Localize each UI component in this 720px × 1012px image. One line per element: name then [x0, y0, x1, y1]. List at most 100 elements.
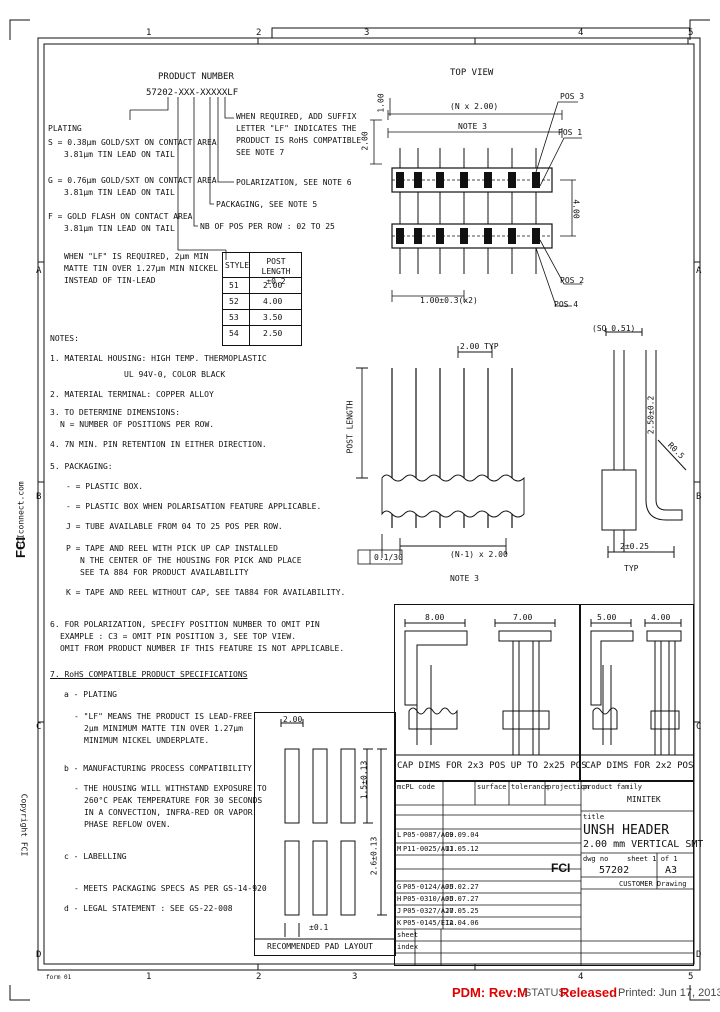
- note-4: 4. 7N MIN. PIN RETENTION IN EITHER DIREC…: [50, 440, 267, 449]
- title-block: mcPL code surface tolerance projection p…: [394, 780, 703, 966]
- packaging-4-line-3: SEE TA 884 FOR PRODUCT AVAILABILITY: [80, 568, 249, 577]
- plating-g-2: 3.81μm TIN LEAD ON TAIL: [64, 188, 175, 197]
- note-7a-label: a - PLATING: [64, 690, 117, 699]
- rev-j-date: 27.05.25: [445, 907, 479, 915]
- post-length-row-2: 4.00: [263, 297, 283, 306]
- col-number-5-bottom: 5: [688, 972, 694, 982]
- post-length-col-header: POST LENGTH ±0.2: [261, 257, 291, 286]
- form-number: form 01: [46, 974, 72, 981]
- rev-m-ecn: P11-0025/AUJ: [403, 845, 454, 853]
- note-7d-label: d - LEGAL STATEMENT : SEE GS-22-008: [64, 904, 233, 913]
- top-view-pos-1: POS 1: [558, 128, 583, 137]
- rev-g-letter: G: [397, 883, 402, 891]
- style-table: STYLE POST LENGTH ±0.2 51 2.00 52 4.00 5…: [222, 252, 302, 346]
- col-number-1: 1: [146, 28, 152, 38]
- side-view-drawing: [356, 346, 525, 565]
- top-view-dim-4-00: 4.00: [571, 199, 581, 219]
- product-number-code: 57202-XXX-XXXXXLF: [146, 88, 239, 98]
- rev-k-date: 12.04.06: [445, 919, 479, 927]
- side-view-typ: 2.00 TYP: [460, 342, 499, 351]
- top-view-dim-2-00: 2.00: [360, 131, 370, 151]
- note-3-line-2: N = NUMBER OF POSITIONS PER ROW.: [60, 420, 215, 429]
- side-view-post-length: POST LENGTH: [345, 400, 355, 454]
- col-number-2-bottom: 2: [256, 972, 262, 982]
- plating-g-1: G = 0.76μm GOLD/SXT ON CONTACT AREA: [48, 176, 217, 185]
- suffix-note-4: SEE NOTE 7: [236, 148, 285, 157]
- plating-f-1: F = GOLD FLASH ON CONTACT AREA: [48, 212, 193, 221]
- post-length-row-4: 2.50: [263, 329, 283, 338]
- row-letter-d: D: [36, 950, 42, 960]
- note-1-line-2: UL 94V-0, COLOR BLACK: [124, 370, 226, 379]
- style-row-4: 54: [229, 329, 239, 338]
- packaging-4-line-1: P = TAPE AND REEL WITH PICK UP CAP INSTA…: [66, 544, 278, 553]
- style-col-header: STYLE: [225, 261, 250, 270]
- row-letter-c-right: C: [696, 722, 702, 732]
- note-6-line-3: OMIT FROM PRODUCT NUMBER IF THIS FEATURE…: [60, 644, 345, 653]
- rev-j-letter: J: [397, 907, 402, 915]
- tb-tolerance: tolerance: [511, 783, 549, 791]
- cap-dims-small: 5.00 4.00 CAP DIMS FOR 2x2 POS: [580, 604, 694, 782]
- top-view-pins: [399, 148, 537, 274]
- tb-projection: projection: [547, 783, 590, 791]
- tb-product-family: MINITEK: [627, 795, 661, 804]
- cap-large-drawing: [395, 619, 579, 756]
- rev-l-ecn: P05-0087/AC0: [403, 831, 454, 839]
- top-view-drawing: [370, 98, 582, 307]
- rev-l-date: 09.09.04: [445, 831, 479, 839]
- note-7c-label: c - LABELLING: [64, 852, 127, 861]
- pad-layout-drawing: [255, 719, 395, 940]
- tb-surface: surface: [477, 783, 507, 791]
- tb-sheet: sheet 1 of 1: [627, 855, 678, 863]
- rev-k-ecn: P05-0145/EIA: [403, 919, 454, 927]
- top-view-dim-1-00: 1.00: [376, 93, 386, 113]
- cap-large-dim-8: 8.00: [425, 613, 445, 622]
- cap-small-dim-5: 5.00: [597, 613, 617, 622]
- top-view-pos-2: POS 2: [560, 276, 585, 285]
- plating-label: PLATING: [48, 124, 82, 133]
- row-letter-b-right: B: [696, 492, 702, 502]
- packaging-3: J = TUBE AVAILABLE FROM 04 TO 25 POS PER…: [66, 522, 283, 531]
- top-view-pos-3: POS 3: [560, 92, 585, 101]
- end-view-height: 2.50±0.2: [646, 395, 656, 435]
- row-letter-d-right: D: [696, 950, 702, 960]
- style-row-3: 53: [229, 313, 239, 322]
- side-view-n-minus: (N-1) x 2.00: [450, 550, 508, 559]
- positions-callout: NB OF POS PER ROW : 02 TO 25: [200, 222, 335, 231]
- note-5: 5. PACKAGING:: [50, 462, 113, 471]
- side-view-flatness: 0.1/30: [374, 553, 403, 562]
- title-block-grid: [395, 781, 693, 965]
- style-row-1: 51: [229, 281, 239, 290]
- note-7b-line-4: PHASE REFLOW OVEN.: [84, 820, 171, 829]
- status-label: STATUS:: [524, 987, 569, 999]
- tb-mcpl-code: mcPL code: [397, 783, 435, 791]
- packaging-2: - = PLASTIC BOX WHEN POLARISATION FEATUR…: [66, 502, 322, 511]
- cap-small-drawing: [581, 619, 693, 756]
- end-view-drawing: [601, 328, 687, 558]
- tb-title-line-2: 2.00 mm VERTICAL SMT: [583, 839, 704, 850]
- notes-block: NOTES: 1. MATERIAL HOUSING: HIGH TEMP. T…: [50, 334, 350, 914]
- side-view: 2.00 TYP POST LENGTH (N-1) x 2.00 NOTE 3…: [340, 338, 560, 588]
- lf-note-3: INSTEAD OF TIN-LEAD: [64, 276, 156, 285]
- rev-m-date: 11.05.12: [445, 845, 479, 853]
- note-7b-label: b - MANUFACTURING PROCESS COMPATIBILITY: [64, 764, 252, 773]
- end-view-sq: (SQ 0.51): [592, 324, 636, 333]
- rev-g-ecn: P05-0124/AJU: [403, 883, 454, 891]
- pad-layout-pitch: 2.00: [283, 715, 303, 724]
- rev-g-date: 05.02.27: [445, 883, 479, 891]
- lf-note-1: WHEN "LF" IS REQUIRED, 2μm MIN: [64, 252, 209, 261]
- top-view-note-3: NOTE 3: [458, 122, 487, 131]
- note-7c-line-1: - MEETS PACKAGING SPECS AS PER GS-14-920: [74, 884, 267, 893]
- polarization-callout: POLARIZATION, SEE NOTE 6: [236, 178, 352, 187]
- rev-h-letter: H: [397, 895, 402, 903]
- note-7a-line-1: - "LF" MEANS THE PRODUCT IS LEAD-FREE,: [74, 712, 258, 721]
- cap-dims-large: 8.00 7.00 CAP DIMS FOR 2x3 POS UP TO 2x2…: [394, 604, 587, 782]
- col-number-4-bottom: 4: [578, 972, 584, 982]
- top-view-dim-tolerance: 1.00±0.3(x2): [420, 296, 478, 305]
- note-3-line-1: 3. TO DETERMINE DIMENSIONS:: [50, 408, 181, 417]
- note-7a-line-2: 2μm MINIMUM MATTE TIN OVER 1.27μm: [84, 724, 243, 733]
- note-6-line-1: 6. FOR POLARIZATION, SPECIFY POSITION NU…: [50, 620, 320, 629]
- rev-h-ecn: P05-0310/AJU: [403, 895, 454, 903]
- pad-layout-width: ±0.1: [309, 923, 329, 932]
- status-value: Released: [560, 985, 618, 1000]
